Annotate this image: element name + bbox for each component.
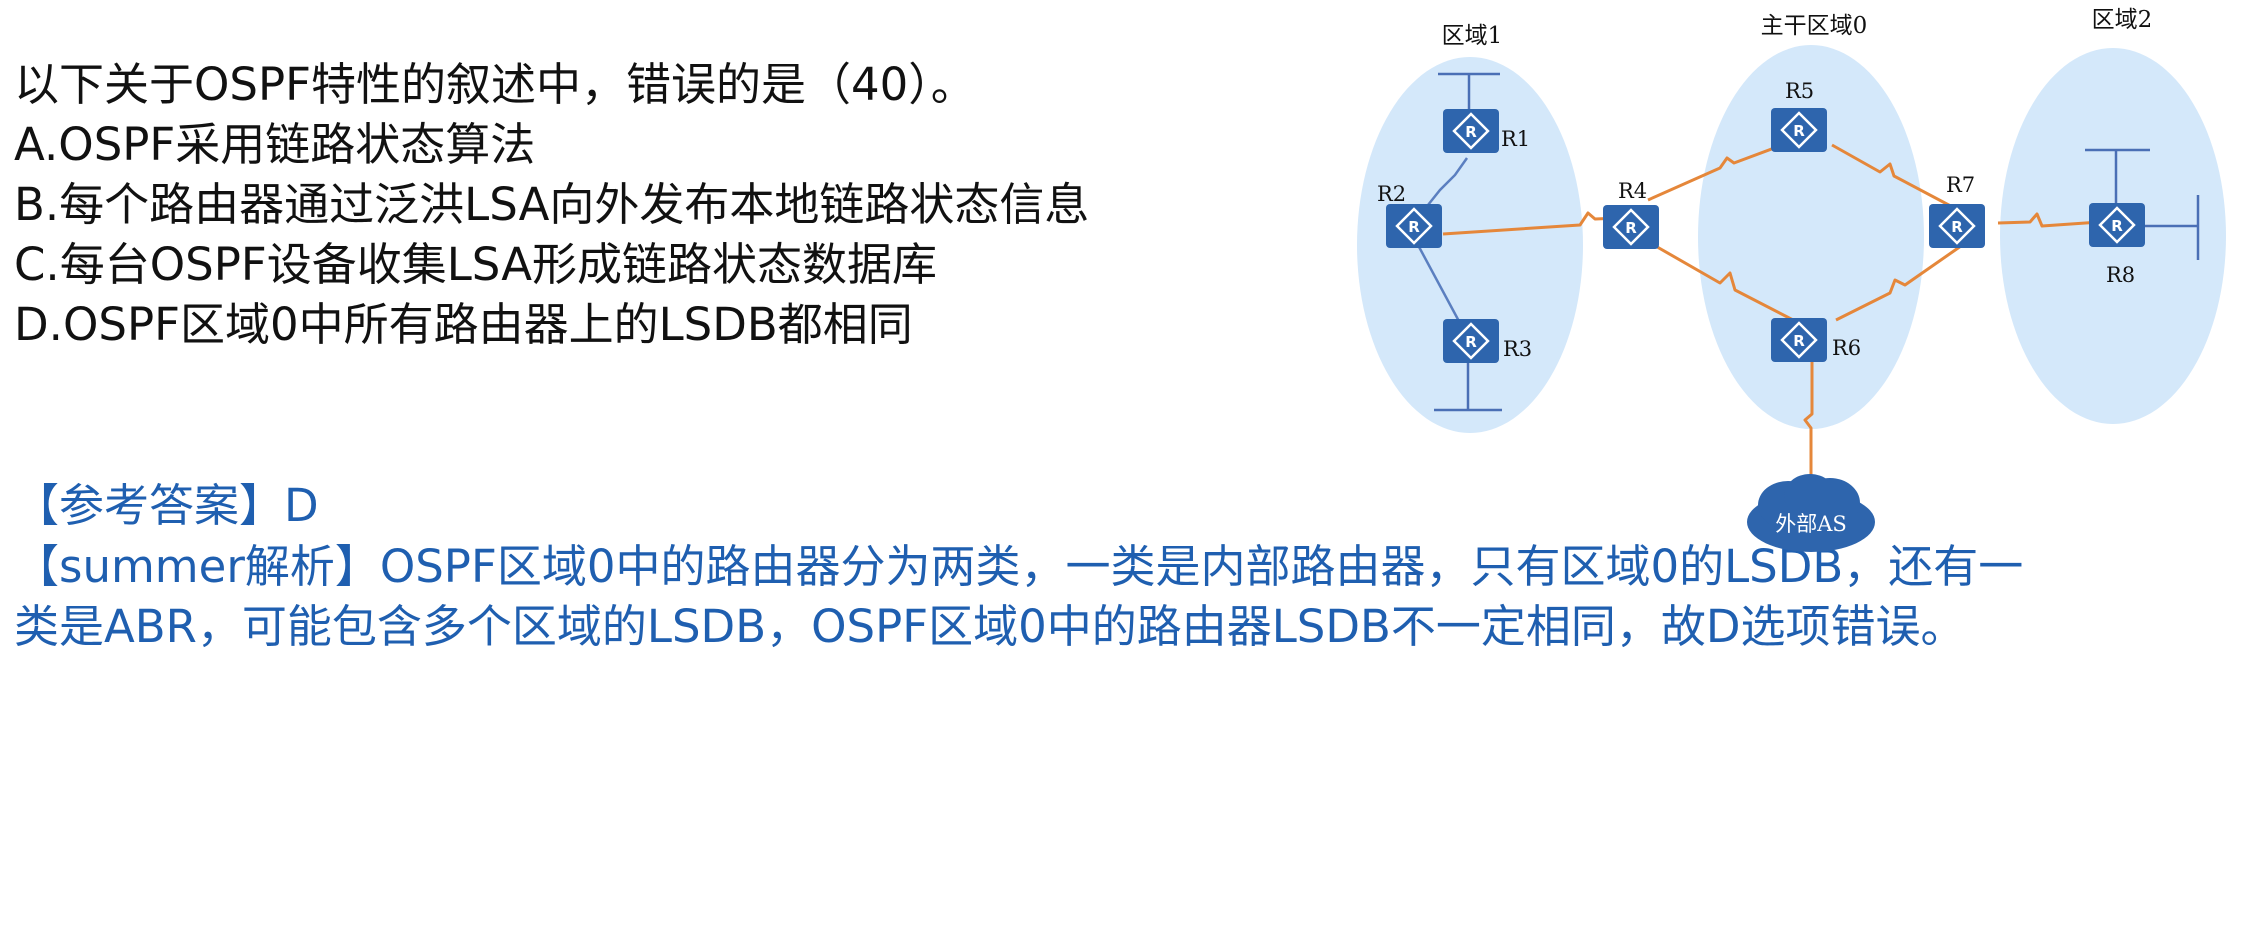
- router-label-r6: R6: [1832, 336, 1861, 360]
- router-label-r2: R2: [1377, 182, 1406, 206]
- router-r3: [1441, 317, 1501, 365]
- router-r8: [2087, 201, 2147, 249]
- router-r6: [1769, 316, 1829, 364]
- reference-answer: 【参考答案】D: [14, 479, 319, 532]
- router-r5: [1769, 106, 1829, 154]
- router-label-r5: R5: [1785, 79, 1814, 103]
- router-r4: [1601, 203, 1661, 251]
- analysis-line-1: 【summer解析】OSPF区域0中的路由器分为两类，一类是内部路由器，只有区域…: [14, 540, 2024, 593]
- router-r7: [1927, 202, 1987, 250]
- ospf-topology-diagram: R 区域1 主干区域0 区域2 R1 R2 R3 R4 R5: [1357, 7, 2226, 552]
- zone-area1-ellipse: [1357, 57, 1583, 433]
- external-as-label: 外部AS: [1775, 512, 1847, 536]
- external-as-cloud: [1747, 474, 1875, 552]
- router-label-r7: R7: [1946, 173, 1975, 197]
- option-b: B.每个路由器通过泛洪LSA向外发布本地链路状态信息: [14, 178, 1090, 231]
- router-label-r3: R3: [1503, 337, 1532, 361]
- option-c: C.每台OSPF设备收集LSA形成链路状态数据库: [14, 238, 937, 291]
- router-label-r1: R1: [1501, 127, 1530, 151]
- option-d: D.OSPF区域0中所有路由器上的LSDB都相同: [14, 298, 913, 351]
- router-r1: [1441, 107, 1501, 155]
- zone-label-area1: 区域1: [1442, 23, 1503, 49]
- serial-links: [1442, 142, 2101, 480]
- analysis-line-2: 类是ABR，可能包含多个区域的LSDB，OSPF区域0中的路由器LSDB不一定相…: [14, 600, 1966, 653]
- option-a: A.OSPF采用链路状态算法: [14, 118, 536, 171]
- router-label-r8: R8: [2106, 263, 2135, 287]
- router-label-r4: R4: [1618, 179, 1647, 203]
- zone-backbone-ellipse: [1698, 45, 1924, 429]
- zone-label-area2: 区域2: [2092, 7, 2153, 33]
- router-r2: [1384, 202, 1444, 250]
- zone-label-backbone: 主干区域0: [1761, 13, 1868, 39]
- question-stem: 以下关于OSPF特性的叙述中，错误的是（40）。: [14, 58, 976, 111]
